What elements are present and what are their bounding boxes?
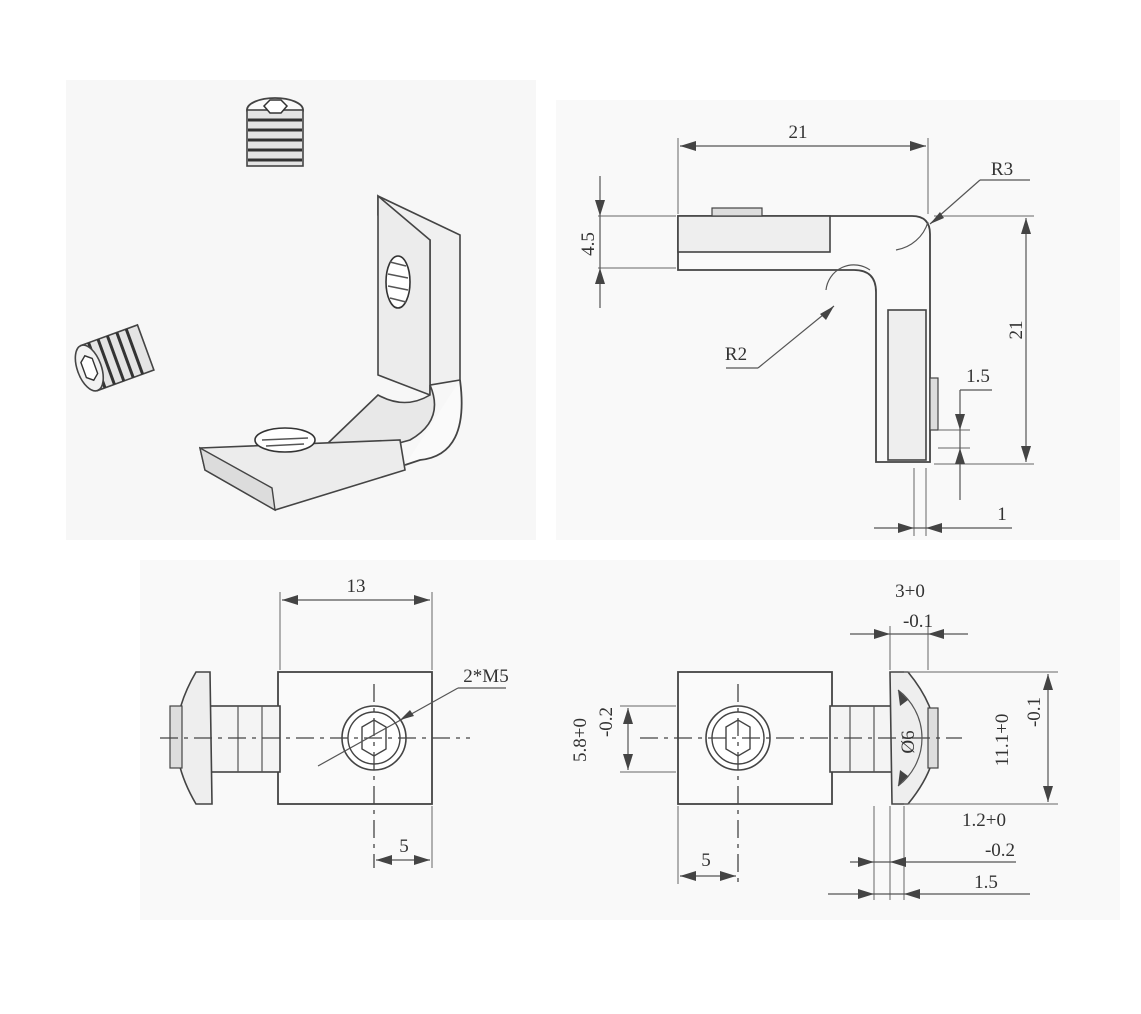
dim-flange-thickness: 4.5 (578, 232, 599, 256)
dim-top-width: 21 (789, 122, 808, 143)
dim-outer-radius: R3 (991, 159, 1013, 180)
dim-height-b: -0.2 (596, 707, 617, 737)
dim-offset: 1 (997, 504, 1007, 525)
dim-inner-radius: R2 (725, 344, 747, 365)
set-screw-icon (246, 97, 304, 167)
dim-front-width: 13 (347, 576, 366, 597)
end-view: 3+0 -0.1 5.8+0 -0.2 Ø6 11.1+0 -0.1 1.2 (570, 581, 1058, 900)
dim-right-height: 21 (1006, 321, 1027, 340)
side-view: 21 21 4.5 R3 R2 1.5 (578, 122, 1034, 536)
corner-bracket-icon (198, 194, 463, 512)
side-view-panel (556, 100, 1120, 540)
dim-top-tolerance-b: -0.1 (903, 611, 933, 632)
dim-right-height-b: -0.1 (1024, 697, 1045, 727)
dim-diameter: Ø6 (898, 730, 919, 753)
dim-top-tolerance-a: 3+0 (895, 581, 925, 602)
front-view: 13 2*M5 5 (160, 576, 509, 868)
dim-right-height-a: 11.1+0 (992, 714, 1013, 767)
dim-slot-depth: 1.5 (966, 366, 990, 387)
dim-front-hole-offset: 5 (399, 836, 409, 857)
set-screw-icon (74, 323, 155, 392)
dim-lip-b: -0.2 (985, 840, 1015, 861)
dim-height-a: 5.8+0 (570, 718, 591, 762)
dim-lip-width: 1.5 (974, 872, 998, 893)
dim-end-hole-offset: 5 (701, 850, 711, 871)
thread-callout: 2*M5 (463, 666, 508, 687)
dim-lip-a: 1.2+0 (962, 810, 1006, 831)
